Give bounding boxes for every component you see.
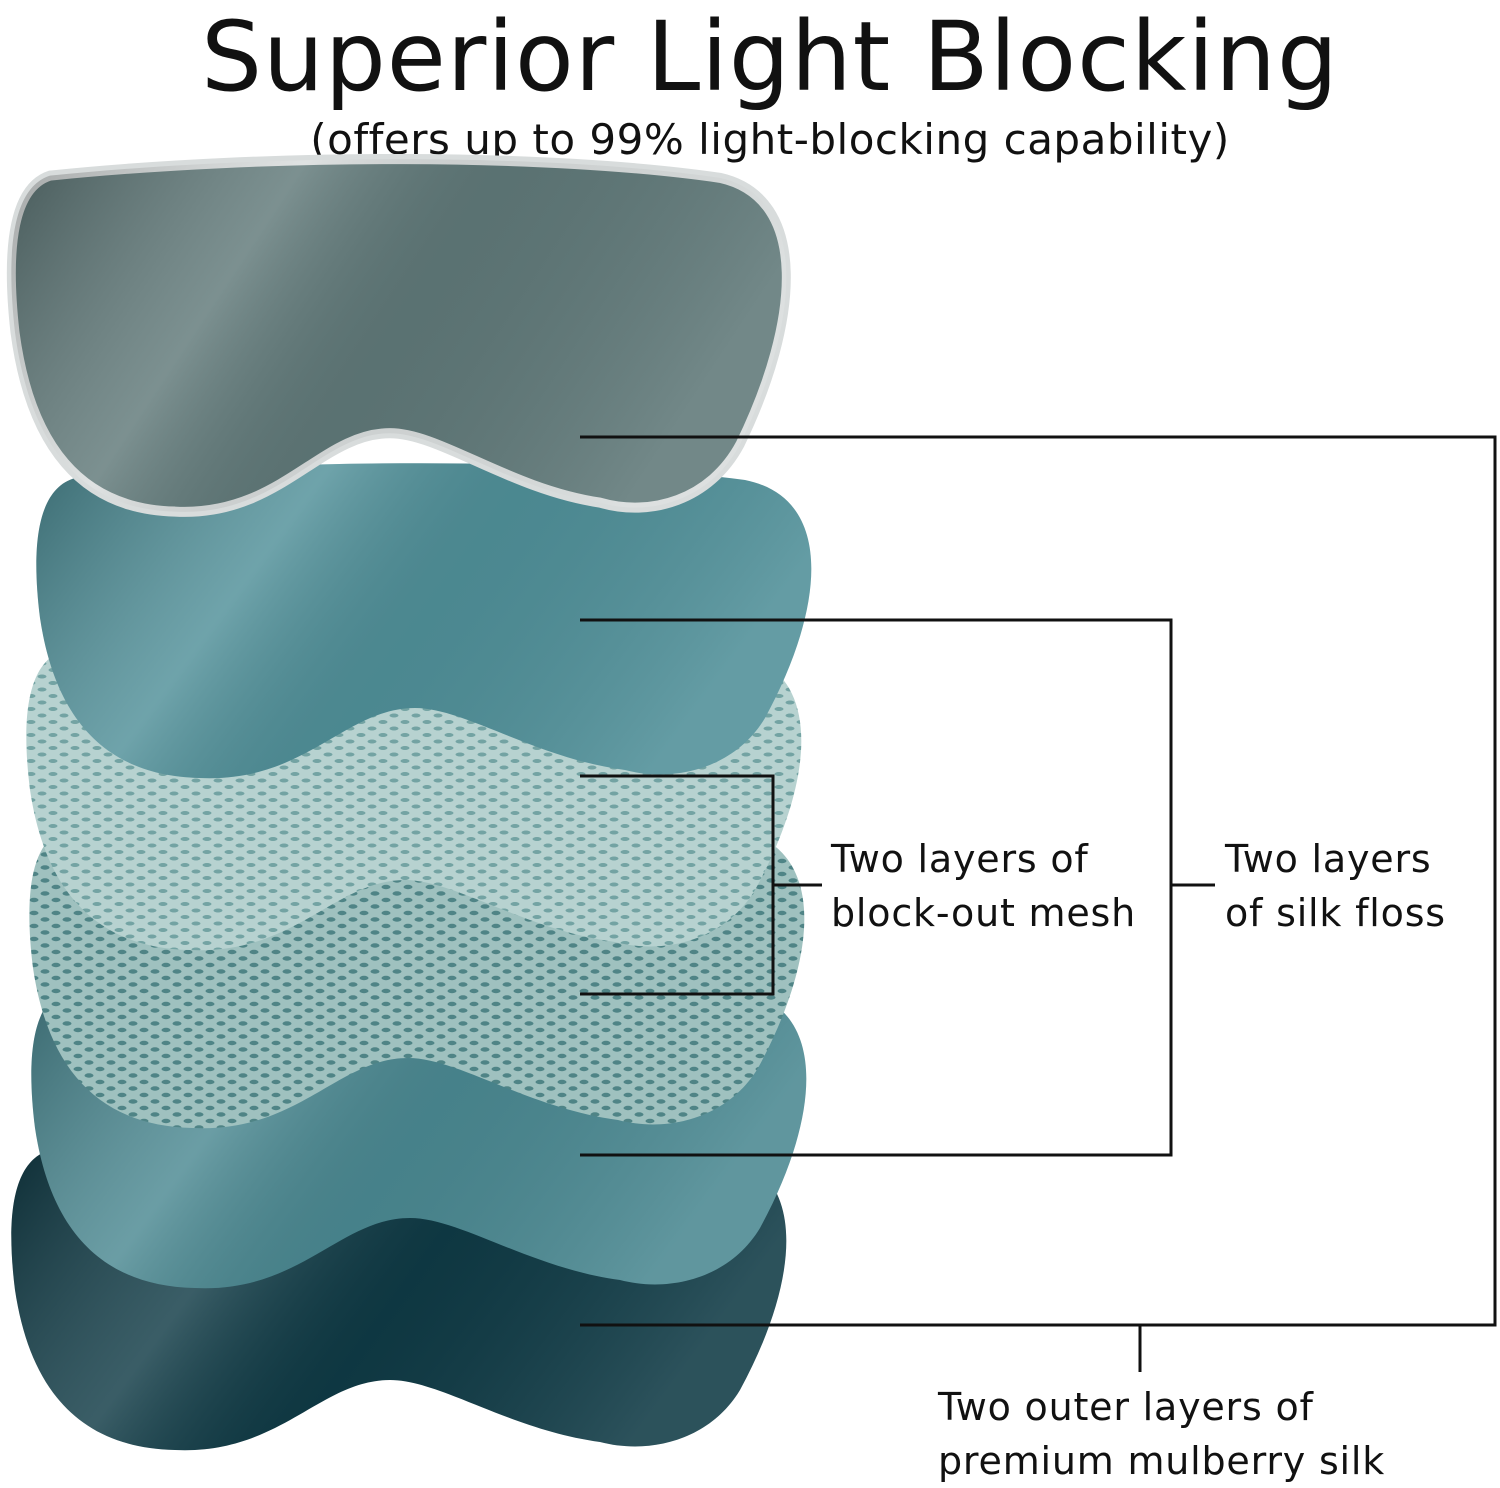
outer-callout-line2: premium mulberry silk xyxy=(938,1439,1386,1483)
outer-silk-callout-label: Two outer layers of premium mulberry sil… xyxy=(938,1380,1385,1488)
top-silk-sheen xyxy=(11,159,787,512)
outer-silk-bracket xyxy=(580,435,1497,1327)
mesh-callout-label: Two layers of block-out mesh xyxy=(831,832,1136,940)
floss-callout-line1: Two layers xyxy=(1225,837,1432,881)
top-silk-layer xyxy=(11,159,786,512)
floss-callout-label: Two layers of silk floss xyxy=(1225,832,1446,940)
silk-floss-bracket xyxy=(580,618,1173,1157)
callout-lines xyxy=(580,435,1497,1372)
mesh-callout-line1: Two layers of xyxy=(831,837,1089,881)
page-title: Superior Light Blocking xyxy=(201,1,1339,113)
outer-callout-line1: Two outer layers of xyxy=(938,1385,1314,1429)
floss-callout-line2: of silk floss xyxy=(1225,891,1446,935)
mesh-callout-line2: block-out mesh xyxy=(831,891,1137,935)
